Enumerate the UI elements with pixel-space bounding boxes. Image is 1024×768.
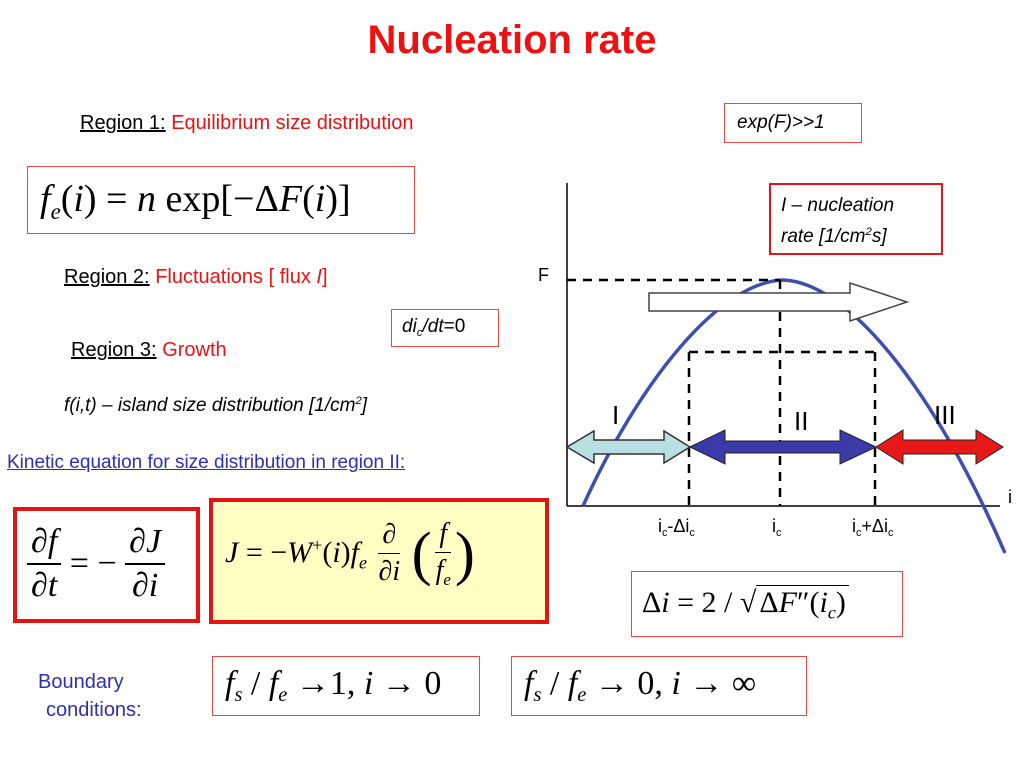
- island-distribution-text: f(i,t) – island size distribution [1/cm2…: [64, 395, 368, 416]
- delta-i-equation: Δi = 2 / √ΔF″(ic): [642, 585, 849, 623]
- region-i-label: I: [612, 400, 620, 430]
- region1-text: Equilibrium size distribution: [171, 112, 414, 134]
- region3-line: Region 3: Growth: [71, 339, 227, 362]
- x-axis-label: i: [1008, 487, 1012, 507]
- boundary-label: Boundary conditions:: [38, 668, 142, 724]
- tick-label-ic: ic: [772, 516, 782, 539]
- region1-label: Region 1:: [80, 112, 166, 134]
- delta-i-equation-box: Δi = 2 / √ΔF″(ic): [631, 571, 903, 637]
- didt-box: dic/dt=0: [391, 309, 499, 347]
- tick-label-ic-minus: ic-Δic: [658, 516, 695, 539]
- boundary-condition-2: fs / fe → 0, i → ∞: [524, 665, 757, 707]
- region-ii-arrow: [688, 429, 878, 465]
- flux-symbol: I: [316, 266, 322, 288]
- region2-close: ]: [321, 266, 328, 288]
- kinetic-equation-box: ∂f∂t = − ∂J∂i: [13, 507, 200, 623]
- region3-text: Growth: [162, 339, 227, 361]
- kinetic-equation: ∂f∂t = − ∂J∂i: [27, 523, 166, 605]
- region-iii-arrow: [875, 429, 1004, 465]
- region-iii-label: III: [934, 400, 956, 430]
- free-energy-curve: [581, 278, 1007, 554]
- region2-line: Region 2: Fluctuations [ flux I]: [64, 266, 328, 289]
- region2-label: Region 2:: [64, 266, 150, 288]
- region1-line: Region 1: Equilibrium size distribution: [80, 112, 414, 135]
- boundary-condition-1-box: fs / fe →1, i → 0: [212, 656, 480, 716]
- boundary-condition-2-box: fs / fe → 0, i → ∞: [511, 656, 807, 716]
- region-i-arrow: [565, 429, 692, 465]
- kinetic-heading: Kinetic equation for size distribution i…: [7, 452, 406, 473]
- equilibrium-equation: fe(i) = n exp[−ΔF(i)]: [40, 178, 351, 224]
- boundary-line1: Boundary: [38, 671, 124, 693]
- y-axis-label: F: [538, 265, 549, 285]
- boundary-condition-1: fs / fe →1, i → 0: [225, 665, 442, 707]
- tick-label-ic-plus: ic+Δic: [852, 516, 894, 539]
- boundary-line2: conditions:: [46, 699, 142, 721]
- region2-text: Fluctuations [ flux: [155, 266, 317, 288]
- nucleation-rate-note-box: I – nucleation rate [1/cm2s]: [769, 183, 943, 255]
- equilibrium-equation-box: fe(i) = n exp[−ΔF(i)]: [27, 166, 415, 234]
- page-title: Nucleation rate: [367, 18, 657, 62]
- flux-arrow: [648, 281, 910, 323]
- didt-text: dic/dt=0: [402, 316, 466, 339]
- exp-note-box: exp(F)>>1: [724, 103, 862, 143]
- nucleation-rate-note: I – nucleation rate [1/cm2s]: [781, 195, 895, 247]
- exp-note: exp(F)>>1: [737, 112, 825, 133]
- region-ii-label: II: [794, 406, 809, 436]
- region3-label: Region 3:: [71, 339, 157, 361]
